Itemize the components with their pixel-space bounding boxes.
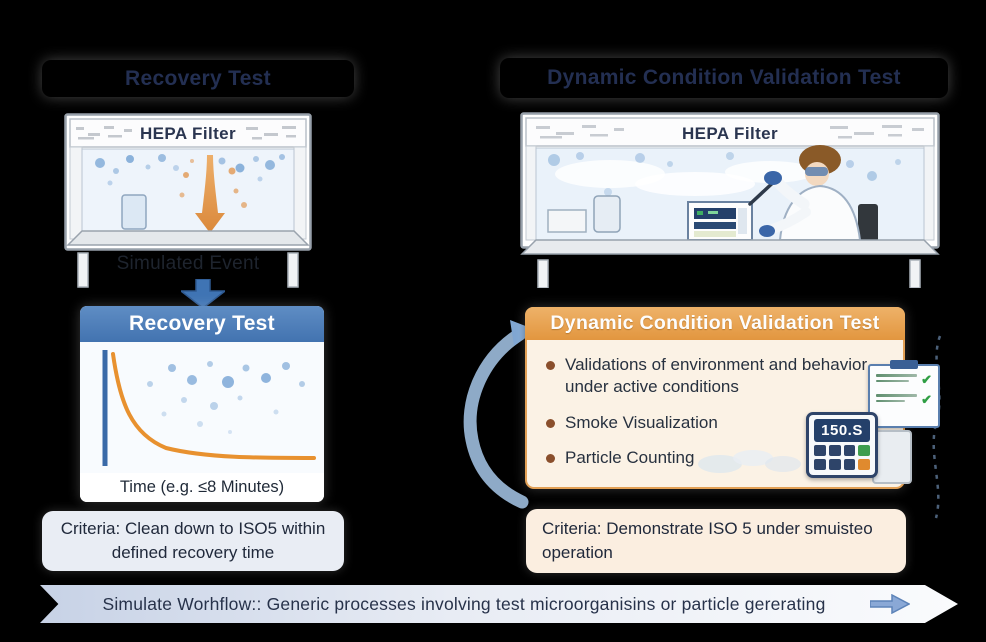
bullet-environment-behavior: Validations of environment and behavior … bbox=[543, 354, 870, 399]
chair bbox=[858, 204, 878, 242]
filter-speckle-right bbox=[830, 125, 924, 139]
clipboard-icon: ✔ ✔ bbox=[868, 360, 940, 428]
right-hepa-cabinet-illustration bbox=[520, 112, 940, 288]
left-hepa-cabinet-illustration bbox=[64, 113, 312, 288]
check-icon: ✔ bbox=[921, 392, 932, 407]
glove bbox=[759, 225, 775, 237]
glove bbox=[764, 171, 782, 185]
left-criteria-box: Criteria: Clean down to ISO5 within defi… bbox=[42, 511, 344, 571]
right-hepa-filter-label: HEPA Filter bbox=[681, 124, 779, 143]
bullet-particle-counting: Particle Counting bbox=[543, 447, 889, 469]
workflow-banner-text: Simulate Worhflow:: Generic processes in… bbox=[102, 593, 826, 614]
filter-speckle-left bbox=[536, 125, 624, 139]
simulated-event-label: Simulated Event bbox=[116, 253, 260, 274]
left-hepa-filter-label: HEPA Filter bbox=[139, 124, 237, 143]
smoke-puff bbox=[698, 450, 801, 473]
technician bbox=[759, 145, 878, 242]
decay-chart bbox=[102, 350, 316, 466]
particle-splotches bbox=[95, 154, 285, 186]
simulated-event-spray bbox=[179, 155, 247, 233]
chart-particles bbox=[147, 361, 305, 434]
filter-speckle-left bbox=[76, 126, 132, 140]
check-icon: ✔ bbox=[921, 372, 932, 387]
work-bench bbox=[520, 239, 940, 255]
workflow-arrow-banner: Simulate Worhflow:: Generic processes in… bbox=[40, 585, 958, 623]
bullet-smoke-visualization: Smoke Visualization bbox=[543, 412, 889, 434]
left-title-card: Recovery Test bbox=[42, 60, 354, 97]
work-bench bbox=[66, 230, 310, 246]
filter-speckle-right bbox=[246, 126, 296, 140]
beaker-on-bench bbox=[121, 194, 147, 230]
right-criteria-box: Criteria: Demonstrate ISO 5 under smuist… bbox=[526, 509, 906, 573]
recovery-panel-header: Recovery Test bbox=[80, 306, 324, 342]
bench-equipment bbox=[547, 176, 780, 241]
right-title: Dynamic Condition Validation Test bbox=[547, 66, 901, 89]
arrow-right-icon bbox=[870, 594, 910, 614]
clipboard-clip bbox=[890, 360, 918, 369]
validation-bullet-list: Validations of environment and behavior … bbox=[527, 354, 903, 470]
right-title-card: Dynamic Condition Validation Test bbox=[500, 58, 948, 98]
down-arrow-icon bbox=[181, 279, 225, 308]
cycle-arrow-icon bbox=[463, 320, 536, 509]
counter-display: 150.S bbox=[814, 419, 870, 442]
time-axis-label: Time (e.g. ≤8 Minutes) bbox=[80, 473, 324, 502]
dynamic-panel-header: Dynamic Condition Validation Test bbox=[525, 307, 905, 340]
particle-counter-icon: 150.S bbox=[806, 412, 878, 478]
recovery-test-panel: Recovery Test Time (e.g. ≤8 Minutes) bbox=[80, 306, 324, 502]
left-title: Recovery Test bbox=[125, 66, 271, 90]
sample-beaker bbox=[872, 430, 912, 484]
counter-keypad bbox=[814, 445, 870, 470]
